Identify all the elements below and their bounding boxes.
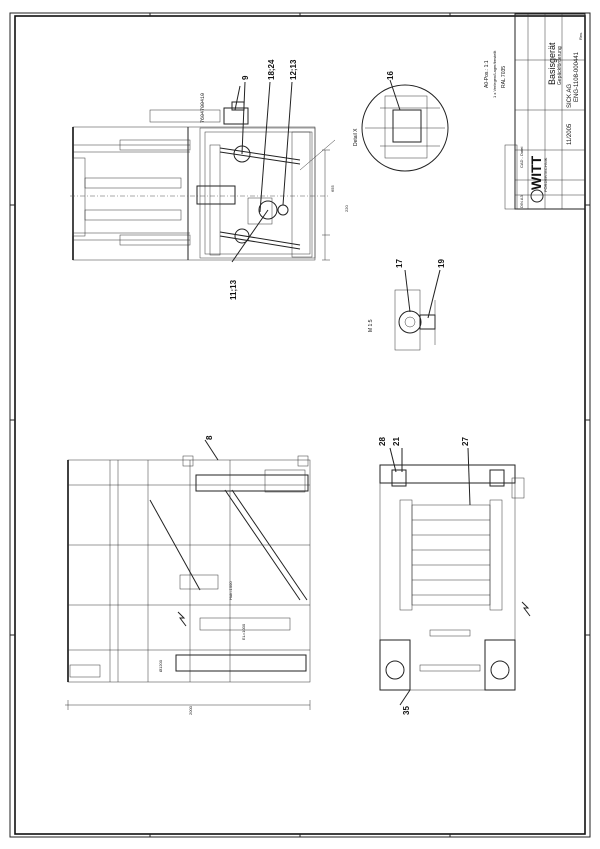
callout-35: 35 [402, 706, 411, 715]
tb-cad: CAD - Datei [519, 147, 524, 168]
dim-2000: 2000 [188, 705, 193, 715]
dim-el: EL=1000 [241, 623, 246, 640]
lightning-symbol [521, 601, 531, 617]
tb-drawing-subtitle: Gepäckförderung [557, 46, 563, 85]
tb-date: 11/2005 [567, 123, 573, 145]
callout-9: 9 [241, 75, 250, 80]
top-view-upper [70, 81, 336, 263]
scale-detail-label: M 1:5 [368, 319, 374, 332]
tb-company: WITT [528, 155, 544, 190]
tb-company-sub: FÖRDERTECHNIK [543, 157, 548, 192]
tb-rev: Rev. [578, 32, 583, 40]
callout-27: 27 [461, 437, 470, 446]
dim-left: Ø1200 [158, 659, 163, 672]
dim-220: 220 [344, 205, 349, 212]
side-view-lower [65, 439, 311, 710]
inner-border [14, 15, 586, 835]
tb-sheet: SICK AG [567, 84, 573, 108]
tb-color: RAL 7035 [501, 66, 507, 88]
front-view-lower [379, 447, 525, 706]
dim-655: 655 [330, 185, 335, 192]
tb-size: DIN A3 [519, 195, 524, 208]
detail-m15 [394, 269, 441, 351]
callout-11-13: 11;13 [229, 279, 238, 300]
callout-12-13: 12;13 [289, 59, 298, 80]
part-code-label: 7604700410 [200, 93, 206, 123]
callout-21: 21 [392, 437, 401, 446]
callout-18-24: 18;24 [267, 59, 276, 80]
dim-hub: Hub=1000 [228, 581, 233, 600]
callout-28: 28 [378, 437, 387, 446]
lightning-symbol [177, 611, 187, 627]
detail-x-label: Detail X [353, 128, 359, 146]
tb-drawing-number: ENG-1108-000441 [574, 51, 580, 102]
outer-border [9, 12, 591, 838]
callout-19: 19 [437, 259, 446, 268]
callout-16: 16 [386, 71, 395, 80]
detail-x [361, 79, 449, 172]
title-block [504, 13, 586, 210]
callout-8: 8 [205, 435, 214, 440]
callout-17: 17 [395, 259, 404, 268]
tb-material: 1 x Verlegen/Lager/bestellt [492, 50, 497, 98]
frame-ticks [10, 13, 590, 837]
tb-drawing-title: Basisgerät [547, 42, 557, 85]
tb-format: A0-Pos.: 1:1 [484, 60, 490, 88]
